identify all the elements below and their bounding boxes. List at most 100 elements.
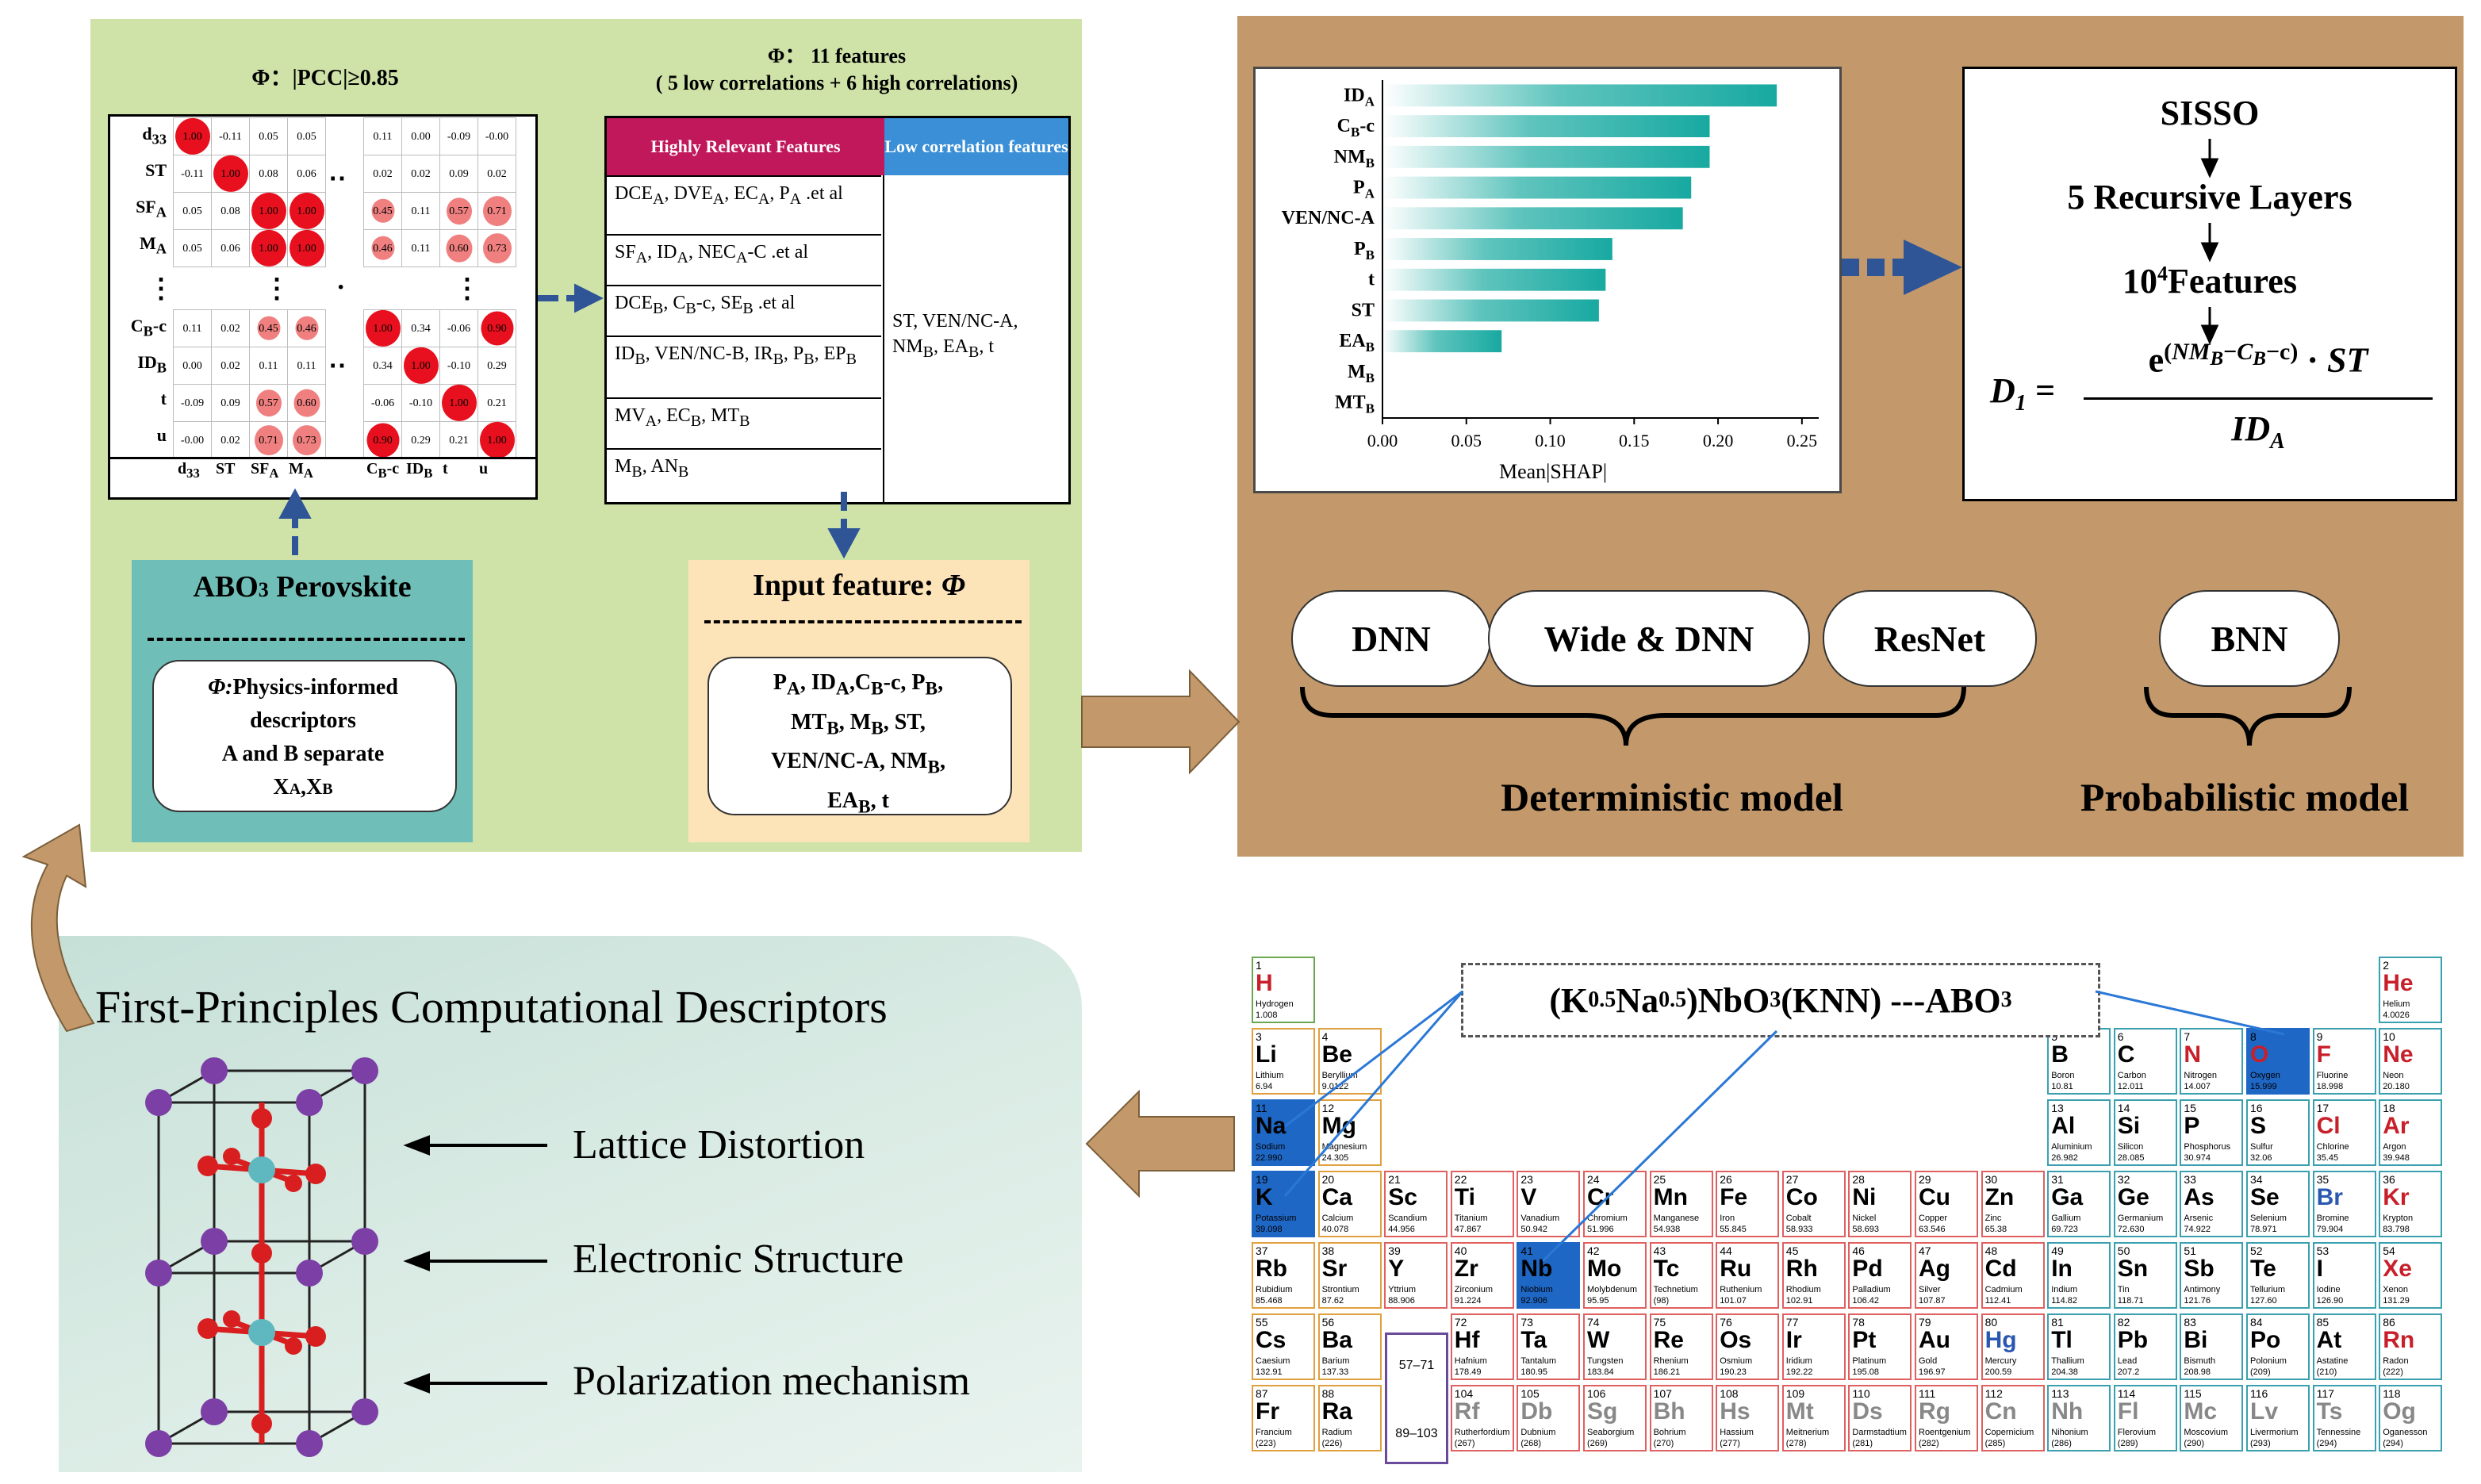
- corr-cell: 0.02: [477, 155, 516, 193]
- corr-value: 0.60: [297, 397, 316, 409]
- corr-col-label: IDB: [406, 460, 433, 481]
- corr-row-label: u: [156, 425, 167, 445]
- atomic-number: 33: [2184, 1173, 2196, 1186]
- abo3-title: ABO3 Perovskite: [193, 570, 412, 604]
- atomic-number: 118: [2383, 1387, 2401, 1400]
- corr-cell: 0.46: [363, 229, 402, 267]
- corr-cell: 0.09: [211, 384, 250, 422]
- corr-cell: 0.90: [477, 309, 516, 347]
- element-name: Molybdenum: [1587, 1285, 1637, 1294]
- element-symbol: H: [1256, 970, 1273, 996]
- corr-value: 0.11: [259, 359, 278, 372]
- element-name: Mercury: [1984, 1356, 2017, 1366]
- element-name: Radium: [1321, 1428, 1352, 1437]
- atomic-mass: 35.45: [2316, 1153, 2339, 1163]
- element-name: Thallium: [2051, 1356, 2084, 1366]
- corr-cell: -0.00: [173, 421, 212, 459]
- corr-cell: 1.00: [439, 384, 478, 422]
- atomic-number: 34: [2250, 1173, 2263, 1186]
- corr-value: 0.21: [487, 397, 507, 409]
- atomic-number: 47: [1919, 1244, 1931, 1257]
- element-symbol: I: [2316, 1256, 2323, 1282]
- corr-value: -0.06: [370, 397, 395, 409]
- high-correlation-header: Highly Relevant Features: [607, 118, 884, 175]
- dnn-button[interactable]: DNN: [1291, 590, 1491, 687]
- element-name: Silver: [1919, 1285, 1941, 1294]
- corr-cell: 0.05: [249, 117, 288, 155]
- element-symbol: Ru: [1720, 1256, 1752, 1282]
- lattice-distortion-label: Lattice Distortion: [573, 1122, 865, 1168]
- corr-marker: [403, 347, 439, 385]
- atomic-number: 56: [1321, 1316, 1335, 1329]
- corr-value: 0.08: [259, 167, 278, 180]
- atomic-mass: 180.95: [1520, 1367, 1548, 1377]
- element-symbol: Hg: [1984, 1327, 2017, 1353]
- sisso-features: 104Features: [2122, 262, 2297, 301]
- corr-marker: [289, 192, 324, 230]
- atomic-mass: 65.38: [1984, 1225, 2007, 1234]
- corr-cell: 0.60: [439, 229, 478, 267]
- corr-value: 0.71: [259, 434, 278, 447]
- resnet-button[interactable]: ResNet: [1823, 590, 2037, 687]
- element-name: Aluminium: [2051, 1142, 2092, 1152]
- ellipsis-mark: ‥: [328, 344, 347, 374]
- corr-value: 0.06: [297, 167, 316, 180]
- atomic-mass: 28.085: [2117, 1153, 2145, 1163]
- element-name: Strontium: [1321, 1285, 1359, 1294]
- atomic-mass: (294): [2383, 1439, 2403, 1448]
- corr-marker: [441, 384, 477, 422]
- atomic-number: 13: [2051, 1102, 2064, 1114]
- element-name: Rhenium: [1653, 1356, 1689, 1366]
- atomic-mass: (294): [2316, 1439, 2337, 1448]
- atomic-mass: 127.60: [2250, 1296, 2277, 1306]
- element-name: Krypton: [2383, 1214, 2414, 1223]
- atomic-number: 28: [1852, 1173, 1865, 1186]
- atomic-number: 77: [1785, 1316, 1799, 1329]
- atomic-mass: (270): [1653, 1439, 1674, 1448]
- corr-cell: 0.05: [173, 192, 212, 230]
- corr-value: -0.09: [447, 130, 471, 143]
- bnn-button[interactable]: BNN: [2159, 590, 2340, 687]
- shap-category-label: VEN/NC-A: [1282, 208, 1375, 228]
- atomic-number: 49: [2051, 1244, 2064, 1257]
- atomic-mass: 190.23: [1720, 1367, 1747, 1377]
- atomic-mass: 126.90: [2316, 1296, 2344, 1306]
- element-symbol: Mt: [1785, 1398, 1814, 1425]
- atomic-mass: 107.87: [1919, 1296, 1946, 1306]
- atomic-number: 27: [1785, 1173, 1799, 1186]
- corr-cell: 1.00: [173, 117, 212, 155]
- corr-cell: 0.45: [363, 192, 402, 230]
- corr-cell: 0.11: [401, 229, 440, 267]
- wide-dnn-button[interactable]: Wide & DNN: [1488, 590, 1810, 687]
- corr-cell: -0.09: [439, 117, 478, 155]
- atomic-number: 36: [2383, 1173, 2395, 1186]
- input-card: [707, 657, 1012, 815]
- corr-row-label: t: [160, 389, 167, 408]
- atomic-mass: (210): [2316, 1367, 2337, 1377]
- sisso-title: SISSO: [2160, 94, 2260, 132]
- element-name: Astatine: [2316, 1356, 2349, 1366]
- element-symbol: Nb: [1520, 1256, 1553, 1282]
- element-symbol: Be: [1321, 1041, 1352, 1068]
- corr-cell: 0.08: [211, 192, 250, 230]
- corr-value: 0.05: [297, 130, 316, 143]
- element-name: Technetium: [1653, 1285, 1698, 1294]
- corr-value: 1.00: [449, 397, 469, 409]
